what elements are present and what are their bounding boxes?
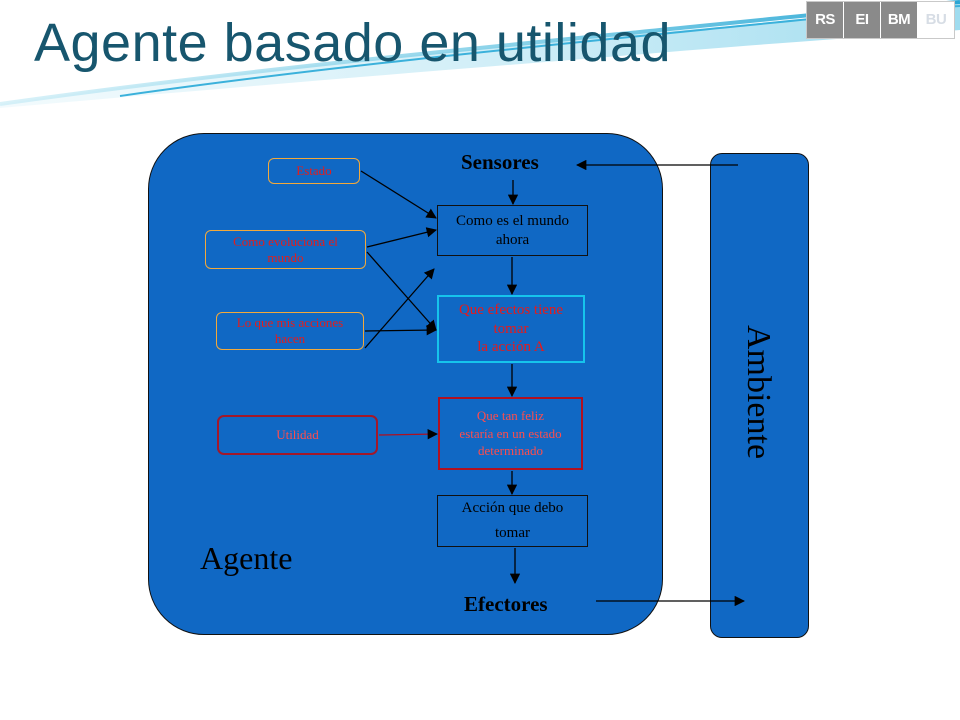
world-evolution-box: Como evoluciona el mundo [205, 230, 366, 269]
action-effects-box: Lo que mis acciones hacen [216, 312, 364, 350]
tab-bu[interactable]: BU [918, 2, 954, 38]
state-box: Estado [268, 158, 360, 184]
sensors-label: Sensores [461, 150, 539, 174]
environment-label: Ambiente [740, 324, 777, 460]
action-effects-text: Lo que mis acciones hacen [236, 315, 344, 346]
slide-title: Agente basado en utilidad [34, 13, 672, 73]
effectors-label: Efectores [464, 592, 548, 616]
action-outcome-text: Que efectos tiene tomar la acción A [458, 301, 564, 356]
tab-ei[interactable]: EI [844, 2, 881, 38]
utility-box: Utilidad [217, 415, 378, 455]
world-evolution-text: Como evoluciona el mundo [233, 233, 338, 265]
section-tabs: RS EI BM BU [806, 1, 955, 39]
tab-bm[interactable]: BM [881, 2, 918, 38]
current-world-text: Como es el mundo ahora [456, 212, 569, 248]
tab-rs[interactable]: RS [807, 2, 844, 38]
happiness-text: Que tan feliz estaría en un estado deter… [459, 408, 562, 459]
utility-text: Utilidad [276, 426, 319, 442]
agent-label: Agente [200, 540, 293, 576]
action-outcome-box: Que efectos tiene tomar la acción A [437, 295, 585, 363]
chosen-action-box: Acción que debo tomar [437, 495, 588, 547]
happiness-box: Que tan feliz estaría en un estado deter… [438, 397, 583, 470]
chosen-action-text: Acción que debo tomar [461, 500, 564, 541]
current-world-box: Como es el mundo ahora [437, 205, 588, 256]
state-text: Estado [296, 163, 332, 179]
environment-container [710, 153, 809, 638]
